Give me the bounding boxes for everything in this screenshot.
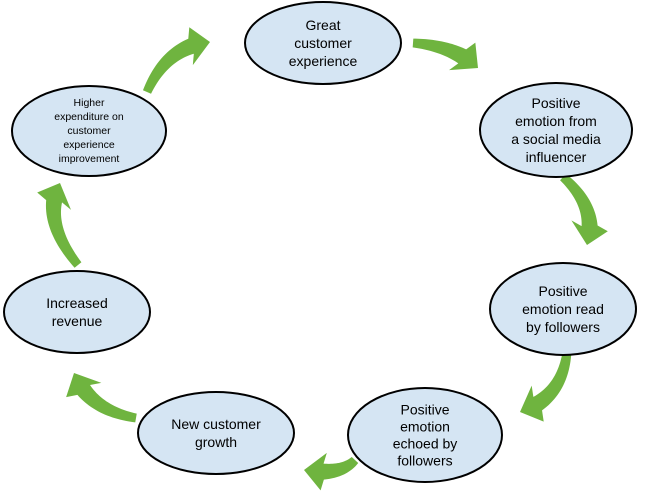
- node-label-line: customer: [294, 35, 352, 51]
- node-label-line: Positive: [400, 402, 449, 418]
- arrows-layer: [37, 27, 608, 491]
- node-label-line: customer: [67, 125, 111, 137]
- node-label-line: Positive: [531, 95, 580, 111]
- node-positive-emotion-read: Positive emotion read by followers: [489, 262, 637, 356]
- node-ellipse: [347, 387, 503, 483]
- node-positive-emotion-influencer: Positive emotion from a social media influe…: [479, 82, 633, 178]
- node-label-line: revenue: [52, 313, 103, 329]
- arrow-new-customer-growth-to-increased-revenue: [304, 452, 359, 491]
- arrow-great-customer-experience-to-positive-emotion-influencer: [142, 27, 210, 94]
- arrow-higher-expenditure-to-great-customer-experience: [37, 183, 82, 268]
- node-label-line: echoed by: [393, 436, 458, 452]
- arrow-positive-emotion-influencer-to-positive-emotion-read: [412, 38, 478, 71]
- node-label-line: emotion from: [515, 113, 597, 129]
- arrow-positive-emotion-echoed-to-new-customer-growth: [520, 351, 572, 422]
- node-label-line: New customer: [171, 416, 261, 432]
- arrow-increased-revenue-to-higher-expenditure: [66, 373, 137, 423]
- node-ellipse: [479, 82, 633, 178]
- node-ellipse: [489, 262, 637, 356]
- node-label-line: Increased: [46, 295, 107, 311]
- node-label-line: emotion: [400, 419, 450, 435]
- node-label-line: Positive: [538, 283, 587, 299]
- node-new-customer-growth: New customer growth: [137, 391, 295, 475]
- node-higher-expenditure: Higher expenditure on customer experience im…: [11, 85, 167, 177]
- node-label-line: Higher: [74, 97, 105, 109]
- node-ellipse: [244, 1, 402, 85]
- node-ellipse: [3, 270, 151, 354]
- node-label-line: followers: [397, 453, 452, 469]
- node-label-line: experience: [63, 139, 115, 151]
- node-label-line: experience: [289, 53, 358, 69]
- node-label-line: influencer: [526, 149, 587, 165]
- node-label-line: improvement: [59, 153, 120, 165]
- node-great-customer-experience: Great customer experience: [244, 1, 402, 85]
- node-ellipse: [11, 85, 167, 177]
- node-label-line: by followers: [526, 319, 600, 335]
- node-ellipse: [137, 391, 295, 475]
- node-label-line: growth: [195, 434, 237, 450]
- arrow-positive-emotion-read-to-positive-emotion-echoed: [560, 173, 608, 245]
- node-label-line: expenditure on: [54, 111, 124, 123]
- node-label-line: emotion read: [522, 301, 604, 317]
- node-label-line: Great: [305, 17, 340, 33]
- node-label-line: a social media: [511, 131, 601, 147]
- node-increased-revenue: Increased revenue: [3, 270, 151, 354]
